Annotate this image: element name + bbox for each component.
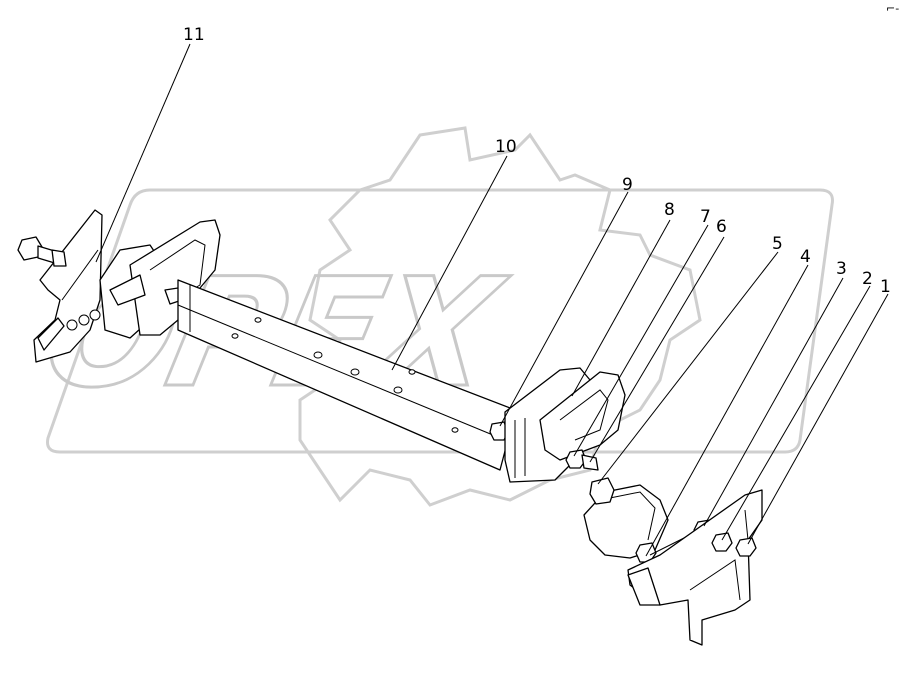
leader-2 [721, 285, 871, 541]
leader-9 [499, 191, 629, 427]
callout-8: 8 [664, 200, 675, 220]
right-nut [711, 532, 733, 552]
callout-9: 9 [622, 175, 633, 195]
watermark-badge [46, 188, 834, 454]
callout-6: 6 [716, 217, 727, 237]
leader-11 [95, 43, 191, 263]
leader-lines [95, 43, 889, 557]
leader-7 [573, 224, 709, 457]
callout-3: 3 [836, 259, 847, 279]
leader-6 [589, 236, 725, 463]
left-mounting-bracket [33, 209, 103, 363]
leader-10 [391, 155, 508, 371]
callout-2: 2 [862, 269, 873, 289]
callout-11: 11 [183, 25, 205, 45]
callout-4: 4 [800, 247, 811, 267]
callout-labels: 11 10 9 8 7 6 5 4 3 2 1 [183, 25, 891, 297]
callout-1: 1 [880, 277, 891, 297]
leader-3 [703, 277, 844, 527]
corner-mark: ⌐- [886, 2, 899, 15]
leader-8 [571, 219, 671, 397]
callout-10: 10 [495, 137, 517, 157]
leader-1 [747, 293, 889, 545]
beam-end-nut [489, 421, 509, 441]
right-bolt-head [735, 537, 757, 557]
callout-7: 7 [700, 207, 711, 227]
leader-5 [597, 251, 779, 485]
right-bracket-bolt [565, 449, 599, 471]
rubber-cushion [583, 477, 669, 559]
left-bolt [17, 236, 67, 267]
cross-beam [177, 279, 511, 471]
leader-4 [645, 264, 809, 557]
right-rubber-bracket [504, 367, 626, 483]
callout-5: 5 [772, 234, 783, 254]
